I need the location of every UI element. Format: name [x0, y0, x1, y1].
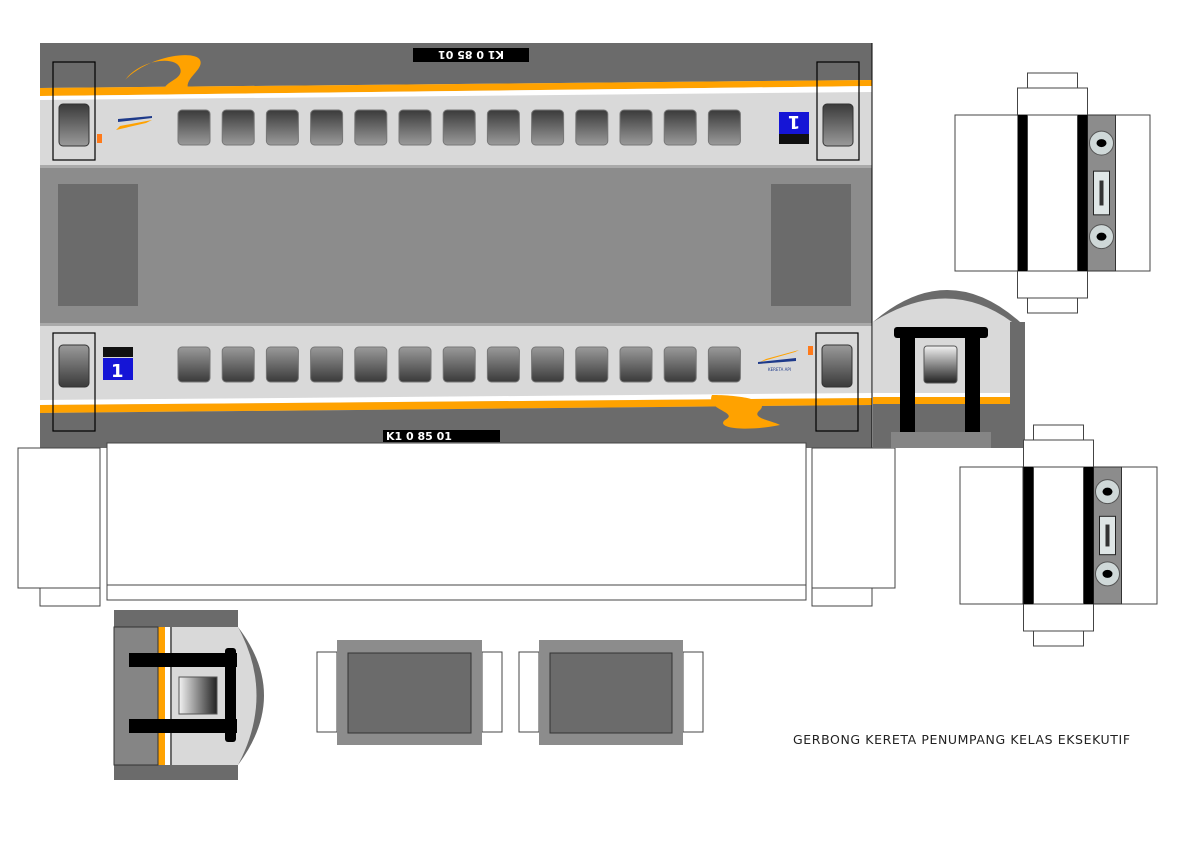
door-outline — [52, 332, 96, 432]
window — [486, 346, 520, 383]
door-window — [58, 103, 90, 147]
floor-flaps — [17, 442, 896, 607]
window — [663, 346, 697, 383]
small-panel-2 — [518, 640, 704, 745]
window — [310, 346, 344, 383]
window — [265, 109, 299, 146]
bogie-net-1 — [954, 72, 1151, 314]
window — [265, 346, 299, 383]
window — [486, 109, 520, 146]
side-panel-top: 1 K1 0 85 01 — [40, 43, 872, 168]
window — [707, 346, 741, 383]
end-piece-left — [113, 610, 264, 780]
window — [442, 346, 476, 383]
class-badge — [779, 112, 809, 134]
class-number: 1 — [788, 111, 801, 132]
window — [398, 109, 432, 146]
door-outline — [816, 61, 860, 161]
small-panel-1 — [316, 640, 503, 745]
roof-panel — [40, 168, 872, 323]
sheet-caption: GERBONG KERETA PENUMPANG KELAS EKSEKUTIF — [793, 732, 1131, 747]
window — [619, 346, 653, 383]
bogie-net-2 — [959, 424, 1158, 647]
door-outline — [815, 332, 859, 432]
window — [663, 109, 697, 146]
door-window — [822, 103, 854, 147]
kai-logo: KERETA API — [758, 350, 799, 372]
door-window — [821, 344, 853, 388]
window — [354, 346, 388, 383]
end-piece-right — [873, 290, 1025, 448]
kai-logo — [116, 116, 152, 130]
window — [575, 346, 609, 383]
car-number: K1 0 85 01 — [438, 48, 504, 61]
window — [398, 346, 432, 383]
class-number: 1 — [111, 361, 124, 382]
window — [531, 346, 565, 383]
window — [575, 109, 609, 146]
svg-text:KERETA API: KERETA API — [768, 367, 791, 372]
window — [707, 109, 741, 146]
car-number: K1 0 85 01 — [386, 430, 452, 443]
window — [310, 109, 344, 146]
door-window — [58, 344, 90, 388]
car-number-plate — [413, 48, 529, 62]
window — [221, 346, 255, 383]
car-number-plate — [383, 430, 500, 442]
window — [442, 109, 476, 146]
window — [221, 109, 255, 146]
window — [354, 109, 388, 146]
class-badge — [103, 358, 133, 380]
window — [531, 109, 565, 146]
window-row-top — [177, 109, 741, 146]
window-row-bottom — [177, 346, 741, 383]
window — [177, 346, 211, 383]
window — [177, 109, 211, 146]
side-panel-bottom: 1 KERETA API K1 0 85 01 — [40, 323, 872, 448]
window — [619, 109, 653, 146]
door-outline — [52, 61, 96, 161]
